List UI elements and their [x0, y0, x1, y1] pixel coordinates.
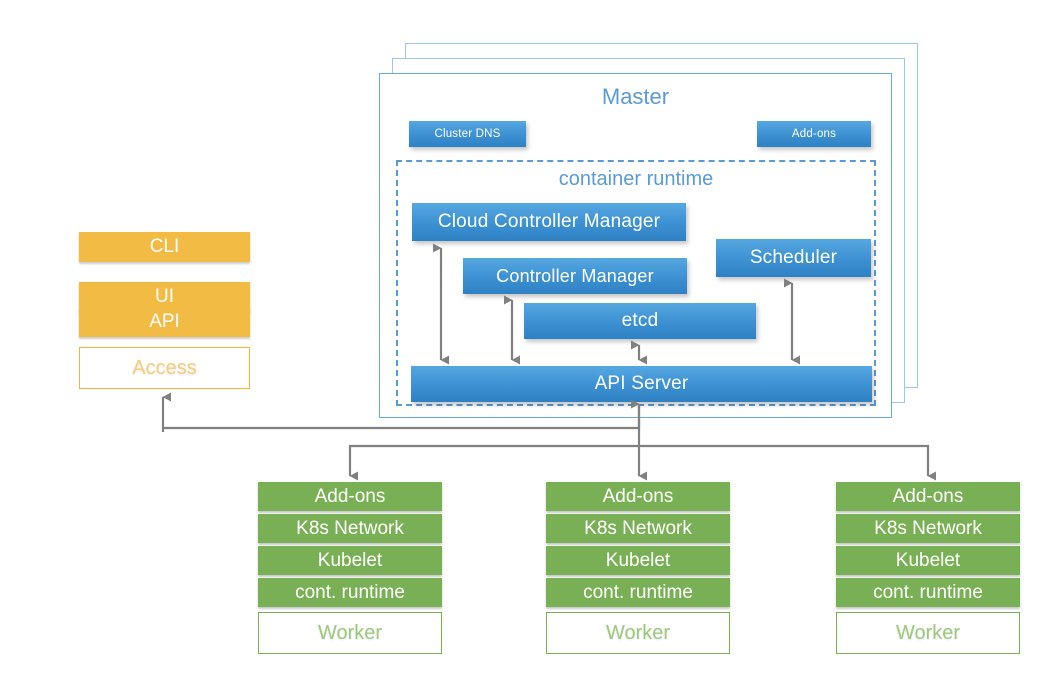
worker-1-layer-k8s-network[interactable]: K8s Network	[258, 514, 442, 543]
worker-2-layer-kubelet[interactable]: Kubelet	[546, 546, 730, 575]
worker-1-footer: Worker	[258, 612, 442, 654]
access-footer: Access	[79, 347, 250, 389]
pill-cluster-dns[interactable]: Cluster DNS	[409, 121, 526, 147]
worker-1-layer-add-ons[interactable]: Add-ons	[258, 482, 442, 511]
worker-1-layer-kubelet[interactable]: Kubelet	[258, 546, 442, 575]
component-cloud-controller-manager[interactable]: Cloud Controller Manager	[412, 203, 686, 241]
worker-2-layer-cont-runtime[interactable]: cont. runtime	[546, 578, 730, 607]
worker-3-layer-k8s-network[interactable]: K8s Network	[836, 514, 1020, 543]
access-layer-api[interactable]: API	[79, 307, 250, 337]
component-api-server[interactable]: API Server	[411, 366, 872, 402]
worker-3-footer: Worker	[836, 612, 1020, 654]
worker-1-layer-cont-runtime[interactable]: cont. runtime	[258, 578, 442, 607]
connector-worker1-branch	[348, 444, 639, 481]
component-scheduler[interactable]: Scheduler	[716, 239, 871, 277]
master-title: Master	[601, 84, 670, 109]
worker-2-layer-add-ons[interactable]: Add-ons	[546, 482, 730, 511]
worker-2-layer-k8s-network[interactable]: K8s Network	[546, 514, 730, 543]
component-etcd[interactable]: etcd	[524, 303, 756, 339]
pill-add-ons[interactable]: Add-ons	[757, 121, 871, 147]
component-controller-manager[interactable]: Controller Manager	[463, 258, 687, 294]
connector-worker3-branch	[639, 444, 936, 481]
worker-2-footer: Worker	[546, 612, 730, 654]
worker-3-layer-cont-runtime[interactable]: cont. runtime	[836, 578, 1020, 607]
worker-3-layer-add-ons[interactable]: Add-ons	[836, 482, 1020, 511]
access-layer-cli[interactable]: CLI	[79, 232, 250, 262]
container-runtime-title: container runtime	[558, 168, 714, 190]
worker-3-layer-kubelet[interactable]: Kubelet	[836, 546, 1020, 575]
